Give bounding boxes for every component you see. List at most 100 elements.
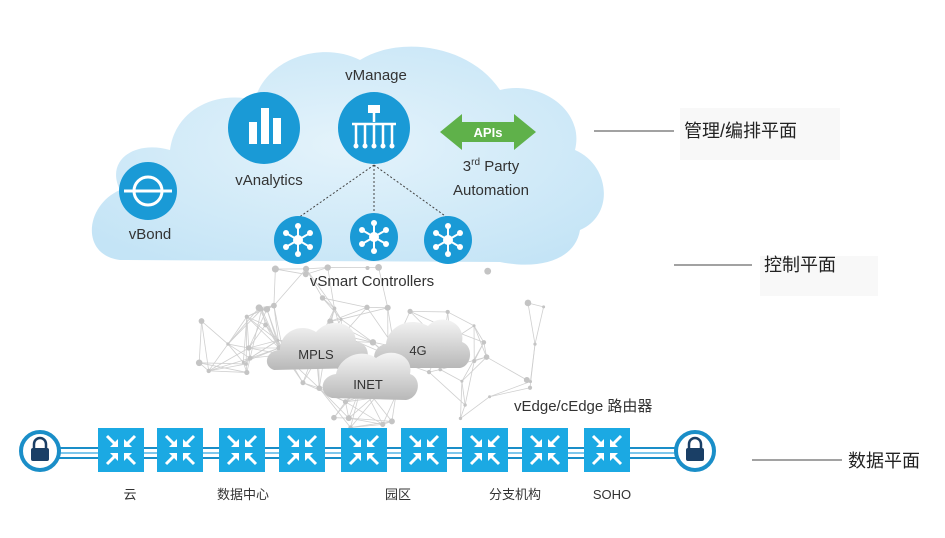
vsmart-controller-2[interactable] bbox=[350, 213, 398, 261]
mesh-link bbox=[199, 321, 201, 363]
mesh-node bbox=[300, 380, 305, 385]
edge-router-4[interactable] bbox=[279, 428, 325, 472]
mesh-node bbox=[529, 380, 532, 383]
mesh-link bbox=[528, 303, 535, 344]
mesh-node bbox=[276, 339, 279, 342]
mesh-link bbox=[410, 311, 448, 312]
router-body bbox=[522, 428, 568, 472]
mesh-node bbox=[316, 385, 322, 391]
mesh-node bbox=[385, 305, 391, 311]
mesh-node bbox=[263, 323, 268, 328]
mesh-node bbox=[303, 271, 309, 277]
mesh-node bbox=[346, 415, 352, 421]
right-lock bbox=[676, 432, 714, 470]
vmanage-label: vManage bbox=[345, 67, 407, 84]
mesh-node bbox=[196, 360, 203, 367]
mesh-link bbox=[462, 381, 465, 405]
mesh-node bbox=[484, 268, 491, 275]
mesh-node bbox=[242, 361, 245, 364]
plane-labels: 管理/编排平面 控制平面 数据平面 bbox=[594, 108, 920, 471]
4g-label: 4G bbox=[409, 343, 426, 358]
vsmart-controller-3[interactable] bbox=[424, 216, 472, 264]
mesh-node bbox=[320, 295, 325, 300]
mesh-node bbox=[303, 266, 309, 272]
edge-router-8[interactable] bbox=[522, 428, 568, 472]
mesh-node bbox=[446, 310, 450, 314]
automation-label: Automation bbox=[453, 182, 529, 199]
edge-category-labels: 云 数据中心 园区 分支机构 SOHO bbox=[123, 487, 631, 502]
mesh-node bbox=[542, 305, 545, 308]
mesh-node bbox=[459, 417, 462, 420]
mesh-link bbox=[199, 363, 247, 373]
edge-router-5[interactable] bbox=[341, 428, 387, 472]
edge-routers bbox=[98, 428, 630, 472]
mesh-node bbox=[256, 304, 263, 311]
edge-router-7[interactable] bbox=[462, 428, 508, 472]
mpls-label: MPLS bbox=[298, 347, 334, 362]
mesh-link bbox=[535, 307, 544, 344]
mesh-node bbox=[325, 264, 331, 270]
mesh-link bbox=[228, 317, 247, 344]
edge-router-6[interactable] bbox=[401, 428, 447, 472]
mesh-node bbox=[245, 315, 249, 319]
mesh-link bbox=[487, 357, 527, 380]
edge-router-1[interactable] bbox=[98, 428, 144, 472]
mesh-link bbox=[334, 402, 346, 418]
vsmart-controller-1[interactable] bbox=[274, 216, 322, 264]
category-campus: 园区 bbox=[385, 487, 411, 502]
mesh-node bbox=[343, 399, 348, 404]
mesh-node bbox=[366, 266, 370, 270]
mesh-node bbox=[246, 345, 251, 350]
edge-router-2[interactable] bbox=[157, 428, 203, 472]
category-branch: 分支机构 bbox=[489, 487, 541, 502]
mesh-node bbox=[364, 305, 369, 310]
router-body bbox=[157, 428, 203, 472]
mesh-link bbox=[460, 381, 461, 418]
mesh-node bbox=[472, 359, 476, 363]
mesh-node bbox=[340, 318, 343, 321]
mesh-node bbox=[244, 370, 249, 375]
mesh-node bbox=[380, 422, 385, 427]
mesh-node bbox=[333, 307, 337, 311]
mesh-node bbox=[488, 395, 491, 398]
control-plane-label: 控制平面 bbox=[764, 255, 836, 275]
mesh-node bbox=[244, 362, 248, 366]
mesh-node bbox=[473, 324, 476, 327]
category-soho: SOHO bbox=[593, 487, 631, 502]
mesh-node bbox=[389, 418, 395, 424]
inet-label: INET bbox=[353, 377, 383, 392]
mesh-node bbox=[460, 380, 463, 383]
mesh-link bbox=[275, 269, 305, 274]
vanalytics-label: vAnalytics bbox=[235, 172, 303, 189]
category-datacenter: 数据中心 bbox=[217, 487, 269, 502]
edge-router-3[interactable] bbox=[219, 428, 265, 472]
category-cloud: 云 bbox=[123, 487, 136, 502]
router-body bbox=[401, 428, 447, 472]
mesh-node bbox=[375, 264, 382, 271]
mesh-node bbox=[199, 318, 205, 324]
mesh-node bbox=[226, 342, 229, 345]
vanalytics-node[interactable]: vAnalytics bbox=[228, 92, 303, 189]
mesh-node bbox=[248, 356, 253, 361]
mesh-node bbox=[407, 309, 412, 314]
vsmart-controllers[interactable]: vSmart Controllers bbox=[274, 213, 472, 290]
router-body bbox=[462, 428, 508, 472]
left-lock bbox=[21, 432, 59, 470]
edge-router-9[interactable] bbox=[584, 428, 630, 472]
router-body bbox=[584, 428, 630, 472]
data-plane-label: 数据平面 bbox=[848, 451, 920, 471]
mesh-node bbox=[427, 370, 431, 374]
vsmart-label: vSmart Controllers bbox=[310, 273, 434, 290]
router-body bbox=[219, 428, 265, 472]
mesh-node bbox=[533, 343, 536, 346]
vmanage-node[interactable]: vManage bbox=[338, 67, 410, 164]
router-body bbox=[279, 428, 325, 472]
mesh-node bbox=[484, 354, 490, 360]
mesh-link bbox=[202, 321, 228, 344]
mesh-link bbox=[274, 269, 306, 306]
mesh-node bbox=[463, 403, 466, 406]
mesh-link bbox=[341, 308, 388, 319]
edge-router-label: vEdge/cEdge 路由器 bbox=[514, 398, 652, 415]
mesh-node bbox=[482, 340, 487, 345]
